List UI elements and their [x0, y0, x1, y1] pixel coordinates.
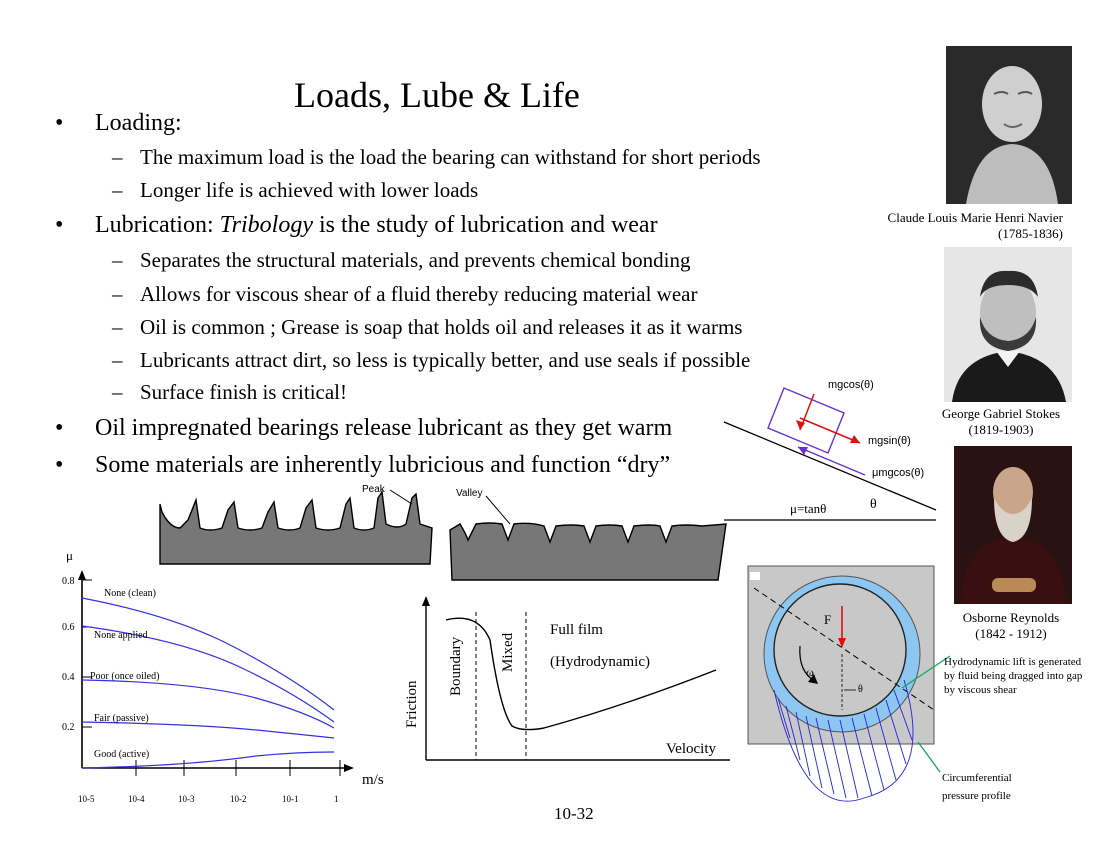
tangent-force-label: mgsin(θ) — [868, 435, 911, 447]
speed-unit-label: m/s — [362, 772, 384, 788]
navier-bust-image — [946, 46, 1072, 204]
curve-none-clean — [81, 597, 335, 711]
mu-axis-symbol: μ — [66, 548, 73, 563]
slide-title: Loads, Lube & Life — [294, 75, 580, 115]
x-tick-1e-5: 10-5 — [78, 794, 95, 804]
x-tick-1: 1 — [334, 794, 339, 804]
navier-portrait — [946, 46, 1072, 204]
stokes-portrait — [944, 247, 1072, 402]
tangent-force-arrow — [799, 417, 861, 444]
curve-good — [81, 751, 335, 769]
sub-bullet-surface-finish: – Surface finish is critical! — [112, 380, 348, 404]
sub-bullet-max-load: – The maximum load is the load the beari… — [112, 145, 761, 169]
incline-diagram: mgcos(θ) mgsin(θ) μmgcos(θ) μ=tanθ θ — [723, 379, 937, 521]
journal-shaft — [773, 583, 907, 717]
y-tick-0.2: 0.2 — [62, 722, 75, 733]
attitude-angle-label: θ — [858, 684, 863, 695]
x-tick-1e-3: 10-3 — [178, 794, 195, 804]
velocity-axis-label: Velocity — [666, 741, 716, 757]
sub-bullet-oil-grease: – Oil is common ; Grease is soap that ho… — [112, 315, 743, 339]
boundary-regime-label: Boundary — [448, 636, 464, 696]
friction-force-arrow — [797, 446, 866, 476]
rotation-label: ω — [806, 665, 814, 679]
full-film-label: Full film — [550, 622, 603, 638]
incline-angle-label: θ — [870, 497, 877, 512]
pressure-pointer — [917, 741, 941, 773]
mixed-regime-label: Mixed — [500, 632, 516, 672]
x-tick-1e-4: 10-4 — [128, 794, 145, 804]
navier-caption: Claude Louis Marie Henri Navier (1785-18… — [887, 210, 1063, 241]
curve-label-good: Good (active) — [94, 749, 149, 760]
friction-axis-label: Friction — [404, 680, 420, 728]
bullet-oil-impregnated: • Oil impregnated bearings release lubri… — [55, 415, 673, 441]
rough-surface-upper — [159, 490, 433, 565]
sliding-block — [767, 387, 845, 454]
lift-pointer — [901, 655, 951, 689]
reynolds-caption: Osborne Reynolds (1842 - 1912) — [962, 610, 1060, 641]
pressure-profile — [773, 679, 914, 802]
pressure-profile-note: Circumferential pressure profile — [942, 772, 1012, 802]
eccentricity-line — [753, 587, 935, 711]
reynolds-painting-image — [954, 446, 1072, 604]
surface-roughness-diagram: Peak Valley — [159, 484, 727, 581]
page-number: 10-32 — [554, 804, 594, 823]
curve-label-poor: Poor (once oiled) — [90, 671, 159, 682]
hydrodynamic-label: (Hydrodynamic) — [550, 654, 650, 670]
sub-bullet-separates: – Separates the structural materials, an… — [112, 248, 691, 272]
incline-surface — [723, 421, 937, 511]
x-tick-1e-2: 10-2 — [230, 794, 247, 804]
bullet-dry-materials: • Some materials are inherently lubricio… — [55, 452, 671, 478]
stribeck-curve — [445, 617, 717, 731]
valley-label: Valley — [456, 488, 483, 499]
load-label: F — [824, 612, 831, 627]
y-tick-0.6: 0.6 — [62, 622, 75, 633]
tribology-term: Tribology — [219, 212, 313, 238]
sub-bullet-viscous-shear: – Allows for viscous shear of a fluid th… — [112, 282, 698, 306]
stribeck-curve-diagram: Friction Boundary Mixed Full film (Hydro… — [404, 596, 730, 761]
reynolds-portrait — [954, 446, 1072, 604]
x-tick-1e-1: 10-1 — [282, 794, 299, 804]
curve-fair — [81, 721, 335, 739]
sub-bullet-dirt-seals: – Lubricants attract dirt, so less is ty… — [112, 348, 751, 372]
hydrodynamic-lift-note: Hydrodynamic lift is generated by fluid … — [944, 656, 1083, 696]
normal-force-label: mgcos(θ) — [828, 379, 874, 391]
bullet-loading: • Loading: — [55, 110, 182, 136]
curve-label-none-applied: None applied — [94, 630, 148, 641]
friction-speed-chart: μ m/s 0.8 0.6 0.4 0.2 10-5 10-4 10-3 10-… — [62, 548, 384, 804]
curve-poor — [81, 679, 335, 729]
sub-bullet-longer-life: – Longer life is achieved with lower loa… — [112, 178, 479, 202]
y-tick-0.4: 0.4 — [62, 672, 75, 683]
curve-label-none-clean: None (clean) — [104, 588, 156, 599]
curve-none-applied — [81, 625, 335, 723]
friction-force-label: μmgcos(θ) — [872, 467, 924, 479]
journal-bearing-diagram: F ω θ — [747, 565, 951, 802]
stokes-photo-image — [944, 247, 1072, 402]
stokes-caption: George Gabriel Stokes (1819-1903) — [941, 406, 1061, 437]
bullet-lubrication: • Lubrication: Tribology is the study of… — [55, 212, 658, 238]
y-tick-0.8: 0.8 — [62, 576, 75, 587]
peak-label: Peak — [362, 484, 386, 495]
curve-label-fair: Fair (passive) — [94, 713, 149, 724]
rough-surface-lower — [449, 522, 727, 581]
mu-tan-theta-label: μ=tanθ — [790, 501, 826, 516]
